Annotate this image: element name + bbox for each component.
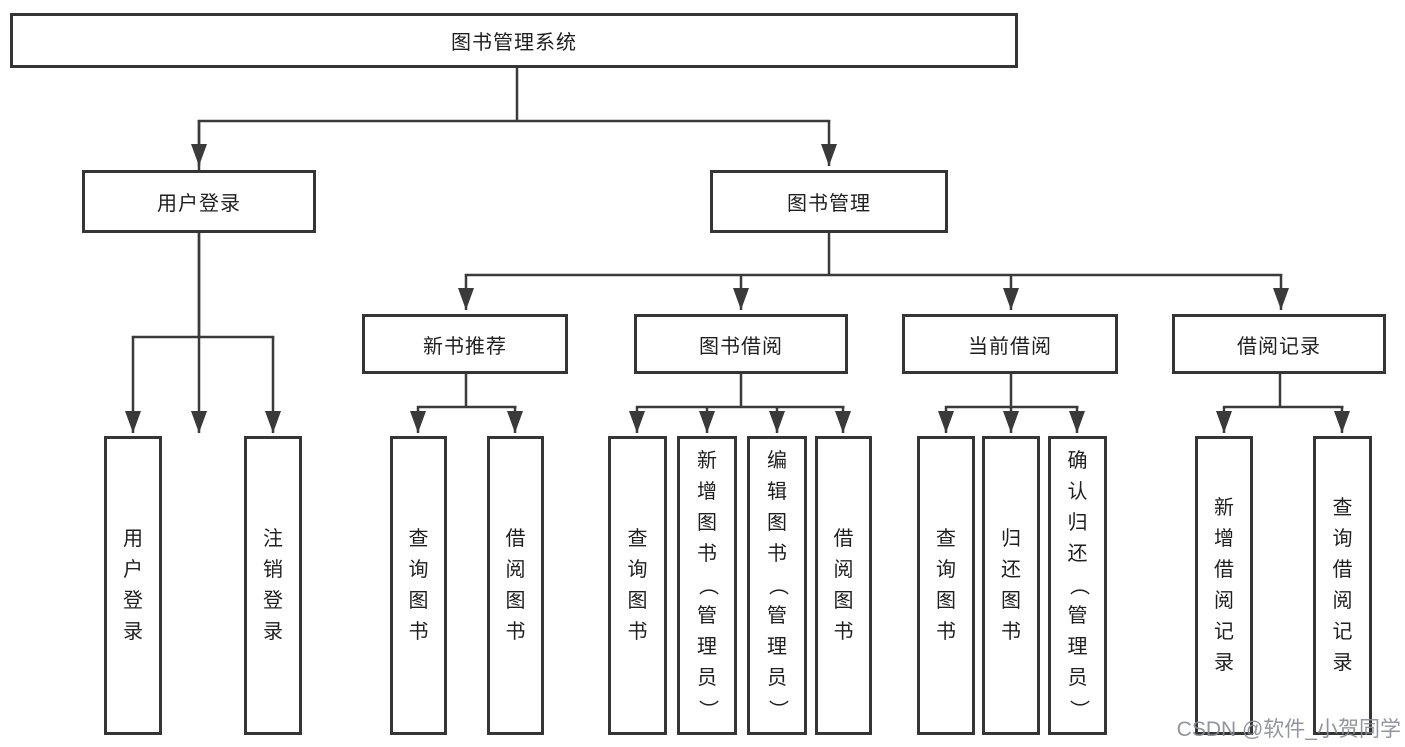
leaf-query-books-recommend: 查询图书 — [390, 436, 447, 735]
node-label: 用户登录 — [123, 527, 143, 643]
node-label: 图书管理 — [787, 193, 871, 215]
node-label: 借阅图书 — [833, 527, 854, 643]
node-label: 归还图书 — [1001, 527, 1021, 643]
node-library-management-system: 图书管理系统 — [10, 13, 1018, 68]
leaf-user-login: 用户登录 — [104, 436, 162, 735]
node-label: 当前借阅 — [968, 335, 1052, 358]
leaf-query-borrow-record: 查询借阅记录 — [1313, 436, 1372, 735]
node-user-login: 用户登录 — [82, 170, 316, 233]
leaf-query-books-borrow: 查询图书 — [608, 436, 667, 735]
leaf-borrow-books: 借阅图书 — [815, 436, 872, 735]
node-current-borrowing: 当前借阅 — [902, 314, 1118, 374]
leaf-add-book-admin: 新增图书（管理员） — [677, 436, 737, 735]
node-label: 查询图书 — [936, 527, 956, 643]
node-label: 新书推荐 — [423, 335, 507, 358]
leaf-borrow-books-recommend: 借阅图书 — [487, 436, 544, 735]
leaf-edit-book-admin: 编辑图书（管理员） — [747, 436, 807, 735]
node-label: 用户登录 — [157, 193, 241, 215]
node-label: 编辑图书（管理员） — [766, 450, 789, 720]
node-label: 新增借阅记录 — [1214, 496, 1234, 674]
node-label: 查询图书 — [408, 527, 429, 643]
leaf-logout-login: 注销登录 — [244, 436, 302, 735]
node-label: 借阅记录 — [1237, 335, 1321, 358]
leaf-query-books-current: 查询图书 — [917, 436, 975, 735]
node-label: 借阅图书 — [505, 527, 526, 643]
node-book-management: 图书管理 — [710, 170, 948, 233]
node-label: 图书管理系统 — [451, 32, 577, 54]
node-book-borrowing: 图书借阅 — [634, 314, 848, 374]
node-label: 确认归还（管理员） — [1067, 450, 1089, 720]
node-label: 注销登录 — [263, 527, 283, 643]
leaf-add-borrow-record: 新增借阅记录 — [1195, 436, 1253, 735]
node-label: 查询借阅记录 — [1332, 496, 1353, 674]
node-borrowing-records: 借阅记录 — [1172, 314, 1386, 374]
leaf-return-books: 归还图书 — [982, 436, 1040, 735]
leaf-confirm-return-admin: 确认归还（管理员） — [1048, 436, 1107, 735]
node-label: 查询图书 — [627, 527, 648, 643]
node-label: 新增图书（管理员） — [696, 450, 719, 720]
csdn-watermark: CSDN @软件_小贺同学 — [1176, 718, 1401, 741]
node-new-book-recommendation: 新书推荐 — [362, 314, 568, 374]
node-label: 图书借阅 — [699, 335, 783, 358]
